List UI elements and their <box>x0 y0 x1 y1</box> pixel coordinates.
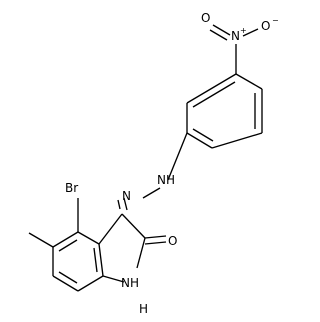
bond-nitro-n-o-top-double <box>209 29 228 41</box>
atom-label-carbonyl-o: O <box>168 234 177 248</box>
nitrophenyl-ring <box>186 73 263 149</box>
atom-label-bromine: Br <box>65 181 78 195</box>
bond-ring-to-nh <box>167 132 188 181</box>
bond-c5-methyl <box>28 232 54 248</box>
atom-label-nitro-o-right: O <box>261 19 270 33</box>
bond-ring-top-upper-right <box>235 73 263 90</box>
bond-ring-bottom-left <box>186 132 213 149</box>
charge-nitro-n: + <box>240 26 247 35</box>
charge-nitro-o-right: − <box>272 16 279 25</box>
bond-ring-bottom-right <box>211 132 263 149</box>
bond-c3a-c4 <box>77 231 100 245</box>
bond-nitro-n-o-right <box>242 28 259 37</box>
bond-c2-o-double-inner <box>144 241 167 245</box>
bond-ring-top-upper-left-inner <box>192 81 236 108</box>
hydrazone-linker: NH N <box>117 132 188 211</box>
atom-label-hydrazone-nh: NH <box>157 173 175 187</box>
bond-n1-c7a <box>102 275 125 283</box>
bond-c7-c7a <box>77 275 104 292</box>
bond-c3-c2 <box>121 213 146 239</box>
bond-c3a-c3 <box>98 213 123 245</box>
bond-c2-o-double <box>144 235 167 239</box>
bond-nh-to-n <box>142 187 161 199</box>
bond-c7a-c3a <box>98 243 104 277</box>
structure-canvas: O N + O − NH N Br O <box>28 11 279 316</box>
bond-n-to-c3-double <box>117 199 121 210</box>
bond-c2-n1 <box>136 237 146 269</box>
atom-label-nitro-o-top: O <box>201 11 210 25</box>
nitro-group: O N + O − <box>201 11 279 74</box>
atom-label-nitro-n: N <box>231 29 240 43</box>
bond-ring-top-upper-left <box>186 73 237 104</box>
bond-c4-c5 <box>52 231 79 248</box>
bond-c6-c7 <box>52 275 79 292</box>
bond-n-to-c3-double-inner <box>123 197 128 211</box>
bond-c4-c5-inner <box>58 239 78 252</box>
bond-c6-c7-inner <box>58 271 78 284</box>
atom-label-lactam-h: H <box>139 302 148 316</box>
bond-c7a-c3a-inner <box>93 247 98 273</box>
bond-ring-bottom-left-inner <box>192 128 214 142</box>
bond-nitro-n-o-top <box>212 24 231 36</box>
atom-label-lactam-nh: NH <box>121 276 139 290</box>
atom-label-hydrazone-n: N <box>122 189 131 203</box>
indolinone-core: Br O NH H <box>28 181 177 316</box>
chemical-structure-diagram: O N + O − NH N Br O <box>28 11 279 316</box>
